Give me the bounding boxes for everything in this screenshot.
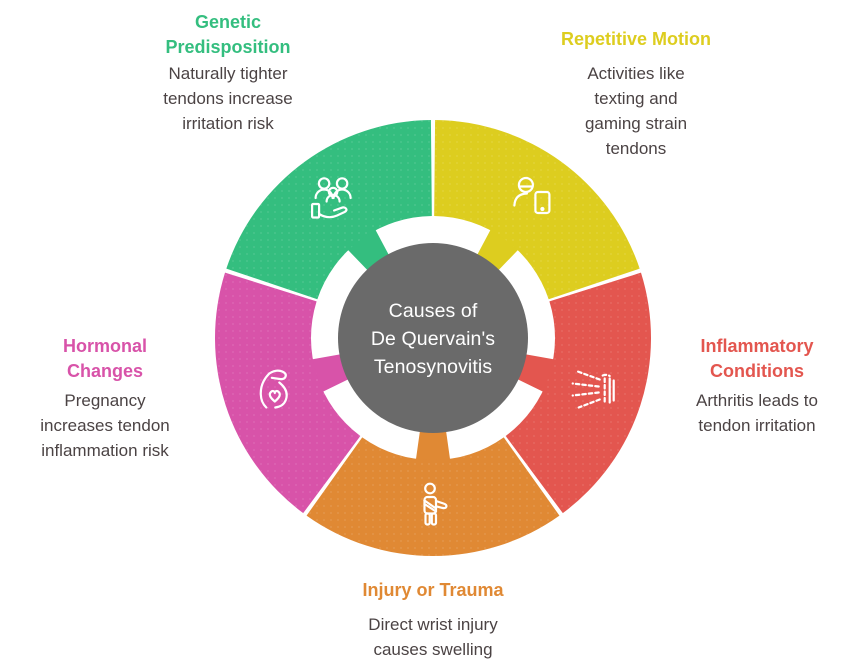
ring-texture bbox=[505, 272, 652, 514]
segment-genetic-predisposition bbox=[226, 120, 432, 300]
pregnancy-icon bbox=[259, 369, 288, 409]
heading-genetic-predisposition: Genetic Predisposition bbox=[165, 12, 291, 57]
xray-hand-icon bbox=[571, 370, 615, 409]
center-circle bbox=[338, 243, 528, 433]
segment-injury-or-trauma bbox=[306, 430, 560, 557]
ring-texture bbox=[226, 120, 432, 300]
heading-inflammatory-conditions: Inflammatory Conditions bbox=[700, 336, 814, 381]
diagram-title: Causes of De Quervain's Tenosynovitis bbox=[370, 300, 496, 378]
injured-person-icon bbox=[423, 482, 448, 526]
segment-repetitive-motion bbox=[434, 120, 640, 300]
body-injury-or-trauma: Direct wrist injury causes swelling bbox=[368, 615, 498, 659]
heading-repetitive-motion: Repetitive Motion bbox=[560, 29, 711, 49]
segment-hormonal-changes bbox=[214, 272, 361, 514]
spoke-injury-or-trauma bbox=[415, 430, 451, 466]
body-genetic-predisposition: Naturally tighter tendons increase irrit… bbox=[163, 64, 293, 133]
heading-hormonal-changes: Hormonal Changes bbox=[62, 336, 147, 381]
ring-texture bbox=[434, 120, 640, 300]
heading-injury-or-trauma: Injury or Trauma bbox=[362, 580, 504, 600]
person-phone-icon bbox=[513, 176, 551, 215]
body-hormonal-changes: Pregnancy increases tendon inflammation … bbox=[40, 391, 170, 460]
segment-inflammatory-conditions bbox=[505, 272, 652, 514]
ring-texture bbox=[214, 272, 361, 514]
body-inflammatory-conditions: Arthritis leads to tendon irritation bbox=[696, 391, 818, 435]
family-hand-icon bbox=[311, 177, 352, 219]
body-repetitive-motion: Activities like texting and gaming strai… bbox=[584, 64, 688, 158]
